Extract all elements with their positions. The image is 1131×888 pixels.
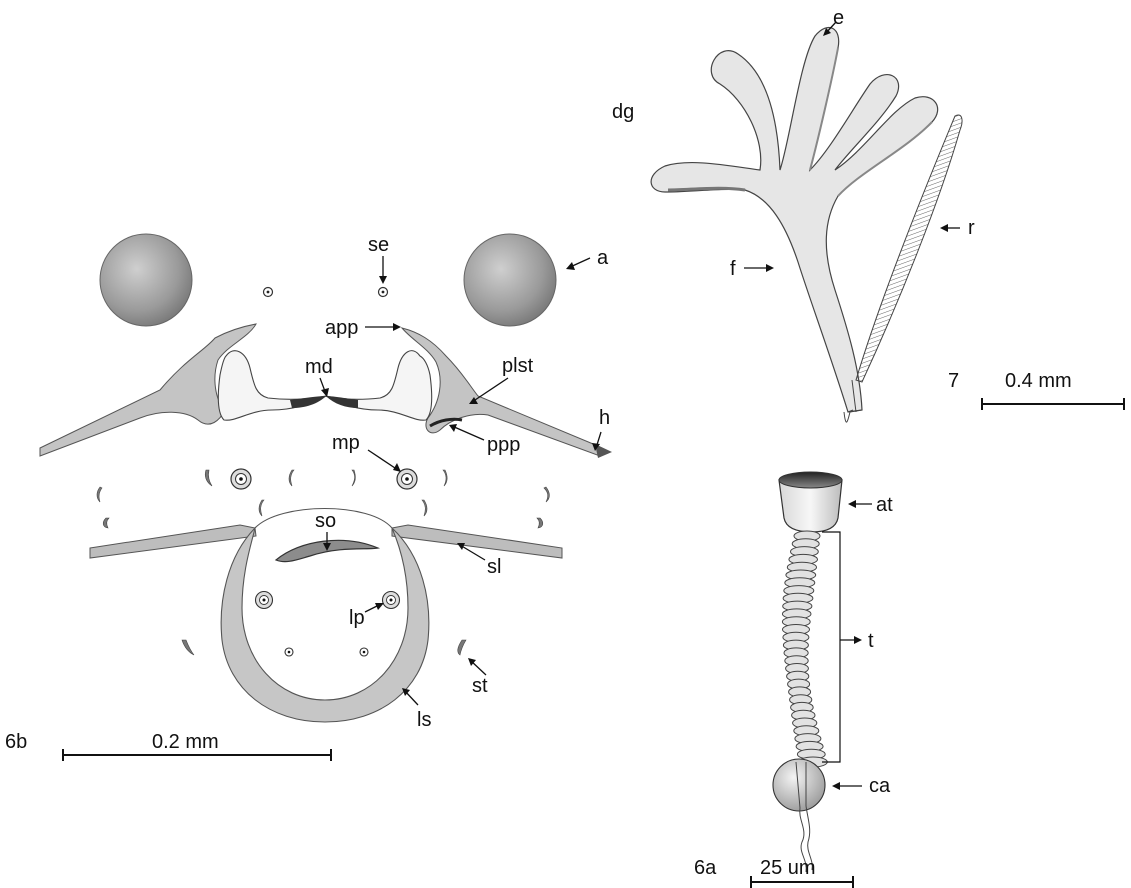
atrium-opening <box>779 472 842 488</box>
label-dg: dg <box>612 101 634 123</box>
stipital-lobe-left <box>90 525 256 558</box>
figure-6b: se a app md plst h ppp mp so sl lp <box>5 234 612 761</box>
small-sensillum-left <box>264 288 273 297</box>
arrow-mp <box>368 450 398 470</box>
panel-label-6a: 6a <box>694 857 717 879</box>
small-sensillum-se <box>379 288 388 297</box>
panel-label-6b: 6b <box>5 731 27 753</box>
labial-sclerite <box>221 528 429 722</box>
label-st: st <box>472 675 488 697</box>
maxillary-palp-mp <box>397 469 417 489</box>
scale-bar-7 <box>982 398 1124 410</box>
label-ppp: ppp <box>487 434 520 456</box>
panel-label-7: 7 <box>948 370 959 392</box>
arrow-plst <box>472 378 508 402</box>
label-ls: ls <box>417 709 431 731</box>
label-t: t <box>868 630 874 652</box>
left-mandible-tip <box>290 396 326 408</box>
labial-palp-lp <box>383 592 400 609</box>
label-f: f <box>730 258 736 280</box>
right-mandible <box>326 351 432 421</box>
scale-label-6a: 25 um <box>760 857 816 879</box>
label-at: at <box>876 494 893 516</box>
small-sensillum-inner-right <box>360 648 368 656</box>
label-h: h <box>599 407 610 429</box>
small-sensillum-inner-left <box>285 648 293 656</box>
calyx-ca <box>773 759 825 811</box>
bracket-t <box>822 532 840 762</box>
figure-6a: at t ca 6a 25 um <box>694 472 893 888</box>
label-a: a <box>597 247 609 269</box>
maxillary-palp-left <box>231 469 251 489</box>
scale-label-7: 0.4 mm <box>1005 370 1072 392</box>
setae-row <box>97 470 549 655</box>
label-ca: ca <box>869 775 891 797</box>
right-sphere-a <box>464 234 556 326</box>
scale-label-6b: 0.2 mm <box>152 731 219 753</box>
label-so: so <box>315 510 336 532</box>
labial-palp-left <box>256 592 273 609</box>
label-app: app <box>325 317 358 339</box>
label-mp: mp <box>332 432 360 454</box>
arrow-ppp <box>452 426 484 440</box>
label-se: se <box>368 234 389 256</box>
digitiform-gland <box>651 27 938 412</box>
label-lp: lp <box>349 607 365 629</box>
label-r: r <box>968 217 975 239</box>
label-md: md <box>305 356 333 378</box>
stipital-lobe-right <box>392 525 562 558</box>
label-plst: plst <box>502 355 534 377</box>
label-e: e <box>833 7 844 29</box>
trachea-t <box>782 531 827 767</box>
label-sl: sl <box>487 556 501 578</box>
left-sphere <box>100 234 192 326</box>
figure-7: e dg r f 7 0.4 mm <box>612 7 1124 422</box>
right-mandible-tip <box>326 396 358 408</box>
